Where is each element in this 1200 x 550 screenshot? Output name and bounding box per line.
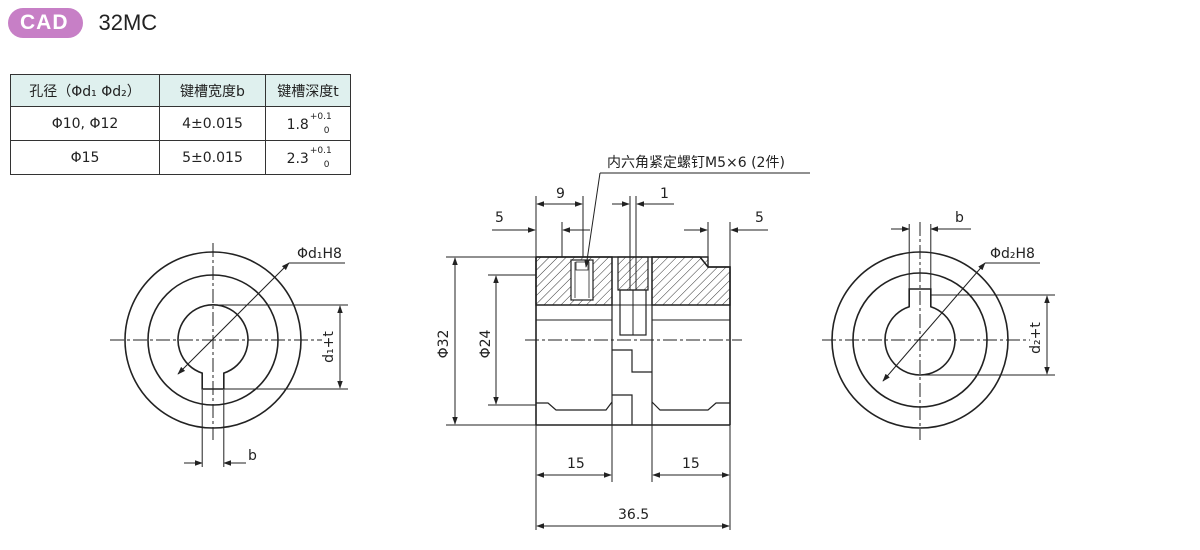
hub-dim <box>488 274 536 406</box>
cell-width: 5±0.015 <box>159 140 266 175</box>
dim-5-right-label: 5 <box>755 210 764 226</box>
header: CAD 32MC <box>8 6 157 40</box>
od-label: Φ32 <box>436 330 452 359</box>
od-dim <box>446 256 536 426</box>
bore-label: Φd₂H8 <box>990 246 1035 262</box>
table-header-row: 孔径（Φd₁ Φd₂） 键槽宽度b 键槽深度t <box>10 74 351 107</box>
cell-width: 4±0.015 <box>159 106 266 141</box>
cell-bore: Φ10, Φ12 <box>10 106 160 141</box>
keyway-dim <box>184 390 246 467</box>
outer-circle <box>831 251 1009 429</box>
bore-label: Φd₁H8 <box>297 246 342 262</box>
dim-5-left-label: 5 <box>495 210 504 226</box>
body-outline <box>535 256 731 426</box>
dim-9 <box>535 196 584 257</box>
tol-lower: 0 <box>323 159 330 170</box>
dim-1 <box>612 196 674 290</box>
tol-lower: 0 <box>323 125 330 136</box>
dim-5-left <box>492 222 590 257</box>
depth-label: d₁+t <box>321 331 337 363</box>
depth-value: 2.3 <box>286 150 309 167</box>
key-width-label: b <box>955 210 964 226</box>
dim-5-right <box>684 222 768 267</box>
dim-1-label: 1 <box>660 186 669 202</box>
bore-dim <box>177 262 345 375</box>
right-end-view: b Φd₂H8 d₂+t <box>822 210 1055 440</box>
section-hatch-center <box>617 256 649 291</box>
dim-total-label: 36.5 <box>618 507 649 523</box>
dim-15-right-label: 15 <box>682 456 700 472</box>
key-width-label: b <box>248 448 257 464</box>
side-section-view: Φ32 Φ24 9 5 1 <box>436 155 810 530</box>
dim-15 <box>535 425 731 530</box>
dim-9-label: 9 <box>556 186 565 202</box>
col-header-depth: 键槽深度t <box>265 74 351 107</box>
depth-dim <box>920 294 1055 376</box>
tol-upper: +0.1 <box>309 145 332 156</box>
cad-badge: CAD <box>8 8 83 38</box>
screw-note: 内六角紧定螺钉M5×6 (2件) <box>607 155 785 171</box>
dim-15-left-label: 15 <box>567 456 585 472</box>
table-row: Φ10, Φ12 4±0.015 1.8+0.1 0 <box>10 106 351 141</box>
cell-bore: Φ15 <box>10 140 160 175</box>
bore-dim <box>882 262 1040 382</box>
tol-upper: +0.1 <box>309 111 332 122</box>
screw-leader <box>584 172 810 268</box>
col-header-width: 键槽宽度b <box>159 74 266 107</box>
depth-dim <box>213 304 348 390</box>
section-hatch-right <box>651 256 731 306</box>
center-lines <box>110 243 322 440</box>
model-name: 32MC <box>98 10 158 35</box>
outer-circle <box>124 251 302 429</box>
cell-depth: 2.3+0.1 0 <box>265 140 351 175</box>
hub-label: Φ24 <box>478 329 494 358</box>
spec-table: 孔径（Φd₁ Φd₂） 键槽宽度b 键槽深度t Φ10, Φ12 4±0.015… <box>10 74 351 175</box>
depth-label: d₂+t <box>1028 322 1044 354</box>
left-end-view: b Φd₁H8 d₁+t <box>110 243 348 467</box>
depth-value: 1.8 <box>286 116 309 133</box>
keyway-dim <box>891 224 971 289</box>
table-row: Φ15 5±0.015 2.3+0.1 0 <box>10 140 351 175</box>
